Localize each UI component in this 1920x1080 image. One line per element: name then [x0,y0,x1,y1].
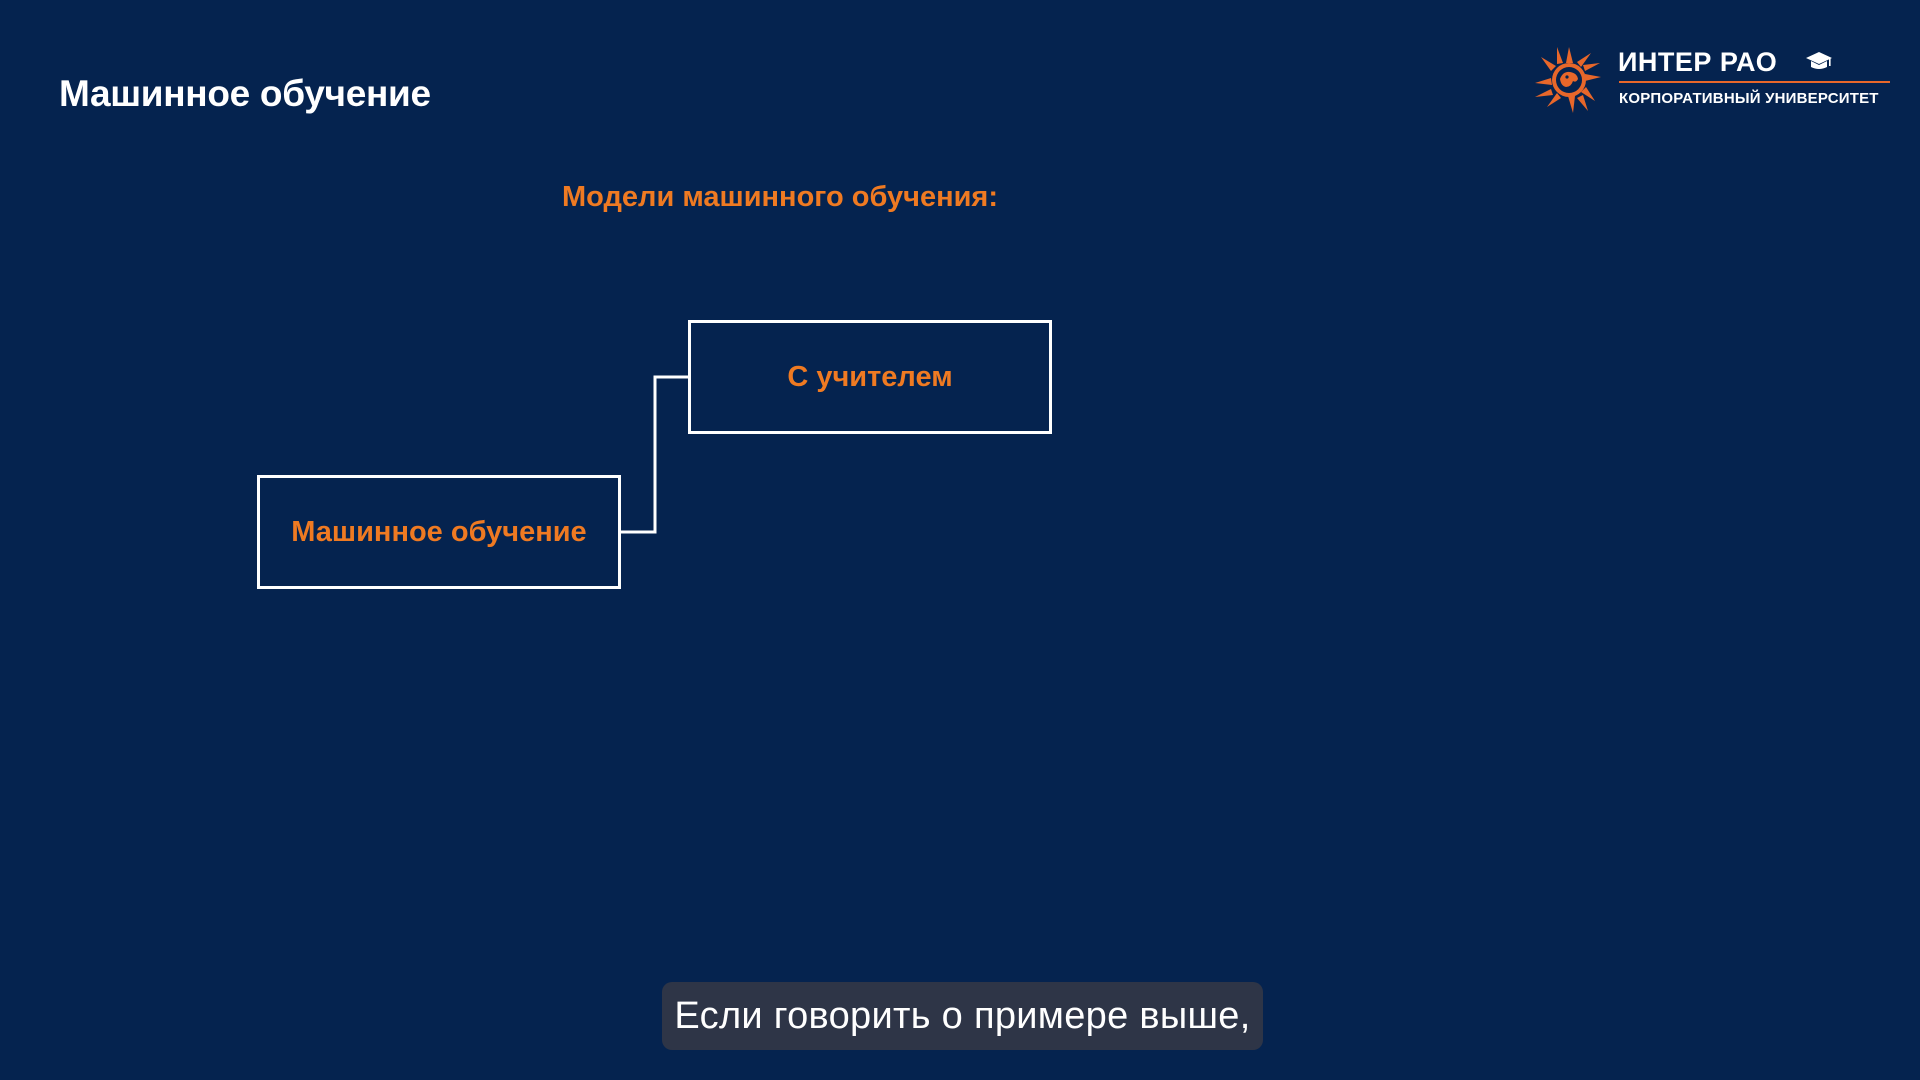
section-heading: Модели машинного обучения: [562,181,999,213]
diagram-node-supervised: С учителем [688,320,1052,434]
sun-emblem-icon [1535,47,1601,113]
slide-title: Машинное обучение [59,73,431,114]
logo-divider [1619,81,1890,83]
diagram-node-root: Машинное обучение [257,475,621,589]
logo-name: ИНТЕР РАО [1618,47,1778,77]
logo-subtitle: КОРПОРАТИВНЫЙ УНИВЕРСИТЕТ [1619,90,1879,107]
inter-rao-logo: ИНТЕР РАО КОРПОРАТИВНЫЙ УНИВЕРСИТЕТ [1533,43,1893,123]
graduation-cap-icon [1806,52,1832,69]
video-caption: Если говорить о примере выше, [662,982,1263,1050]
